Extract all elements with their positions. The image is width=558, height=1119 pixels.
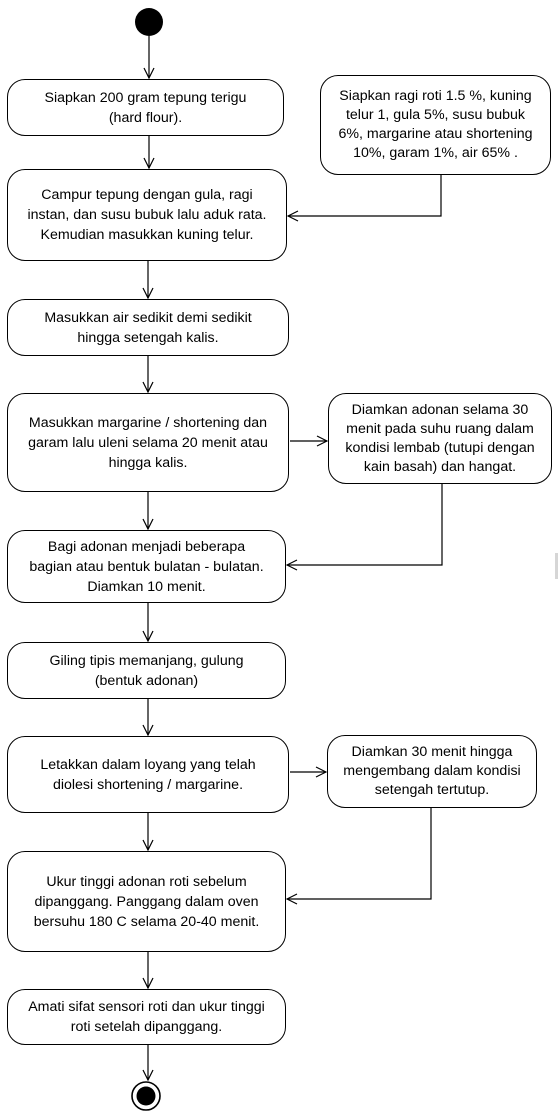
- arrow-note-3-to-step-8: [287, 808, 432, 899]
- step-2-mix-ingredients: Campur tepung dengan gula, ragi instan, …: [7, 169, 287, 261]
- arrow-note-1-to-step-2: [288, 175, 442, 216]
- step-6-roll-dough: Giling tipis memanjang, gulung (bentuk a…: [7, 642, 286, 699]
- step-3-add-water: Masukkan air sedikit demi sedikit hingga…: [7, 299, 289, 356]
- note-3-proof-dough: Diamkan 30 menit hingga mengembang dalam…: [327, 735, 537, 808]
- step-8-measure-and-bake: Ukur tinggi adonan roti sebelum dipangga…: [7, 851, 286, 952]
- note-1-ingredient-ratios: Siapkan ragi roti 1.5 %, kuning telur 1,…: [320, 75, 551, 175]
- end-node-dot: [136, 1086, 156, 1106]
- step-7-place-in-pan: Letakkan dalam loyang yang telah diolesi…: [7, 736, 289, 813]
- edge-mark: [555, 553, 558, 579]
- note-2-rest-dough: Diamkan adonan selama 30 menit pada suhu…: [328, 393, 552, 484]
- arrow-note-2-to-step-5: [287, 484, 443, 565]
- step-5-divide-dough: Bagi adonan menjadi beberapa bagian atau…: [7, 530, 286, 603]
- step-1-prepare-flour: Siapkan 200 gram tepung terigu (hard flo…: [7, 79, 284, 136]
- step-4-knead: Masukkan margarine / shortening dan gara…: [7, 393, 289, 492]
- step-9-observe-bread: Amati sifat sensori roti dan ukur tinggi…: [7, 989, 286, 1045]
- start-node: [135, 8, 163, 36]
